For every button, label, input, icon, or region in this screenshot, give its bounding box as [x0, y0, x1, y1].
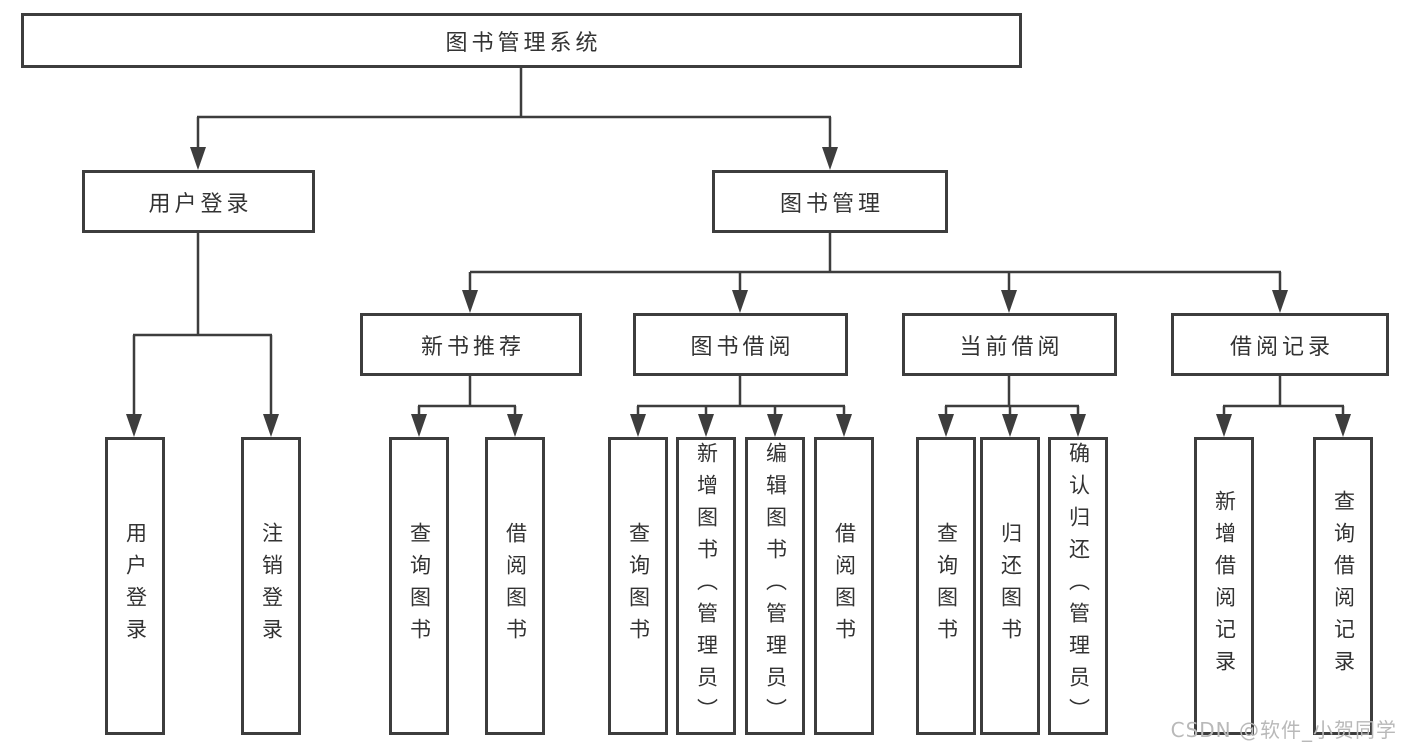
node-book-borrowing: 图书借阅 [633, 313, 848, 376]
arrowheads-root-to-level2 [190, 147, 838, 170]
node-current-borrowing: 当前借阅 [902, 313, 1117, 376]
node-borrowing-records: 借阅记录 [1171, 313, 1389, 376]
connector-root-to-level2 [196, 68, 832, 148]
leaf-add-borrow-record: 新增借阅记录 [1194, 437, 1254, 735]
node-user-login: 用户登录 [82, 170, 315, 233]
node-book-management: 图书管理 [712, 170, 948, 233]
connector-user-login-to-leaves [132, 233, 273, 415]
node-new-book-recommend: 新书推荐 [360, 313, 582, 376]
csdn-watermark: CSDN @软件_小贺同学 [1170, 718, 1397, 742]
arrowheads-book-management-to-level3 [462, 290, 1288, 313]
leaf-confirm-return-admin: 确认归还（管理员） [1048, 437, 1108, 735]
arrowheads-borrowing-to-leaves [630, 414, 852, 437]
leaf-borrow-books-recommend: 借阅图书 [485, 437, 545, 735]
arrowheads-records-to-leaves [1216, 414, 1351, 437]
arrowheads-current-to-leaves [938, 414, 1086, 437]
leaf-edit-books-admin: 编辑图书（管理员） [745, 437, 805, 735]
leaf-add-books-admin: 新增图书（管理员） [676, 437, 736, 735]
connector-book-management-to-level3 [468, 233, 1282, 291]
leaf-user-login: 用户登录 [105, 437, 165, 735]
leaf-borrow-books-borrowing: 借阅图书 [814, 437, 874, 735]
connector-current-to-leaves [944, 376, 1080, 416]
leaf-query-books-borrowing: 查询图书 [608, 437, 668, 735]
connector-borrowing-to-leaves [636, 376, 846, 416]
node-library-management-system: 图书管理系统 [21, 13, 1022, 68]
leaf-query-books-current: 查询图书 [916, 437, 976, 735]
arrowheads-user-login-to-leaves [126, 414, 279, 437]
leaf-return-books: 归还图书 [980, 437, 1040, 735]
leaf-query-borrow-record: 查询借阅记录 [1313, 437, 1373, 735]
connector-records-to-leaves [1222, 376, 1345, 416]
leaf-query-books-recommend: 查询图书 [389, 437, 449, 735]
connector-recommend-to-leaves [417, 376, 517, 416]
arrowheads-recommend-to-leaves [411, 414, 523, 437]
leaf-logout-login: 注销登录 [241, 437, 301, 735]
